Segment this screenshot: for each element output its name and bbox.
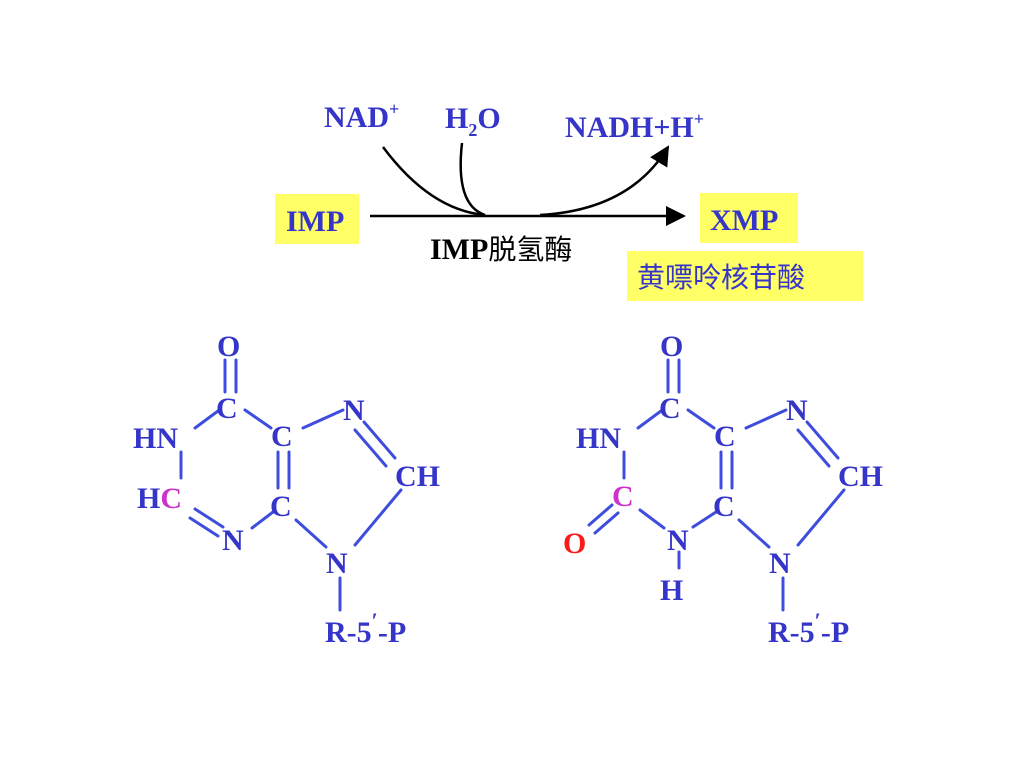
cofactor-out-curve <box>539 145 670 217</box>
xmp-atom-o6: O <box>660 330 683 363</box>
product-name-label: 黄嘌呤核苷酸 <box>637 261 805 294</box>
xmp-atom-n7: N <box>786 394 808 427</box>
xmp-atom-c4: C <box>713 490 735 523</box>
xmp-bond-c4-n9 <box>737 518 771 549</box>
imp-structure <box>179 358 403 612</box>
imp-atom-c2: HC <box>137 482 182 515</box>
water-curve <box>459 142 486 217</box>
imp-bond-c8-n9 <box>353 488 403 547</box>
imp-bond-n7-c8-b <box>353 428 388 468</box>
xmp-atom-c6: C <box>659 392 681 425</box>
imp-atom-n3: N <box>222 524 244 557</box>
substrate-highlight <box>275 194 359 244</box>
xmp-bond-n7-c8-b <box>796 428 831 468</box>
xmp-atom-n9: N <box>769 547 791 580</box>
imp-atom-c5: C <box>271 420 293 453</box>
xmp-atom-n3: N <box>667 524 689 557</box>
xmp-ribose-phosphate: R-5′-P <box>768 608 849 649</box>
cofactor-in-label: NAD+ <box>324 99 399 134</box>
imp-bond-n1-c6 <box>193 409 220 430</box>
product-name-highlight <box>627 251 863 301</box>
imp-atoms: O C HN C N CH HC C N N R-5′-P <box>133 330 440 649</box>
imp-bond-c2-n3-a <box>193 507 225 529</box>
xmp-atom-o2: O <box>563 527 586 560</box>
imp-atom-c8: CH <box>395 460 440 493</box>
imp-atom-c4: C <box>270 490 292 523</box>
xmp-atoms: O C HN C N CH C O N H C N R-5′-P <box>563 330 883 649</box>
imp-atom-o6: O <box>217 330 240 363</box>
imp-ribose-phosphate: R-5′-P <box>325 608 406 649</box>
enzyme-label: IMP脱氢酶 <box>430 233 572 266</box>
imp-bond-n7-c8-a <box>362 420 397 460</box>
imp-atom-c6: C <box>216 392 238 425</box>
xmp-bond-n7-c8-a <box>805 420 840 460</box>
imp-bond-c4-n3 <box>250 510 275 530</box>
imp-atom-n7: N <box>343 394 365 427</box>
cofactor-out-label: NADH+H+ <box>565 109 704 144</box>
imp-bond-c6-c5 <box>243 408 273 430</box>
imp-bond-c2-n3-b <box>188 516 220 538</box>
imp-atom-n9: N <box>326 547 348 580</box>
xmp-atom-n1: HN <box>576 422 621 455</box>
xmp-bond-n1-c6 <box>636 409 663 430</box>
xmp-bond-c4-n3 <box>691 510 718 529</box>
xmp-atom-c5: C <box>714 420 736 453</box>
substrate-label: IMP <box>286 205 344 238</box>
xmp-bond-c2-n3 <box>638 508 666 530</box>
imp-bond-c5-n7 <box>301 408 345 430</box>
imp-atom-n1: HN <box>133 422 178 455</box>
xmp-bond-c2-o2-b <box>593 511 620 535</box>
xmp-bond-c2-o2-a <box>587 503 614 527</box>
product-highlight <box>700 193 798 243</box>
water-label: H2O <box>445 102 501 140</box>
xmp-structure <box>587 358 846 612</box>
xmp-atom-c8: CH <box>838 460 883 493</box>
xmp-bond-c6-c5 <box>686 408 716 430</box>
cofactor-in-curve <box>381 146 486 217</box>
product-label: XMP <box>710 204 778 237</box>
imp-bond-c4-n9 <box>294 518 328 549</box>
xmp-atom-c2: C <box>612 480 634 513</box>
xmp-bond-c5-n7 <box>744 408 788 430</box>
xmp-bond-c8-n9 <box>796 488 846 547</box>
reaction-scheme: NAD+ H2O NADH+H+ IMP XMP 黄嘌呤核苷酸 IMP脱氢酶 <box>275 99 863 301</box>
xmp-atom-h3: H <box>660 574 683 607</box>
